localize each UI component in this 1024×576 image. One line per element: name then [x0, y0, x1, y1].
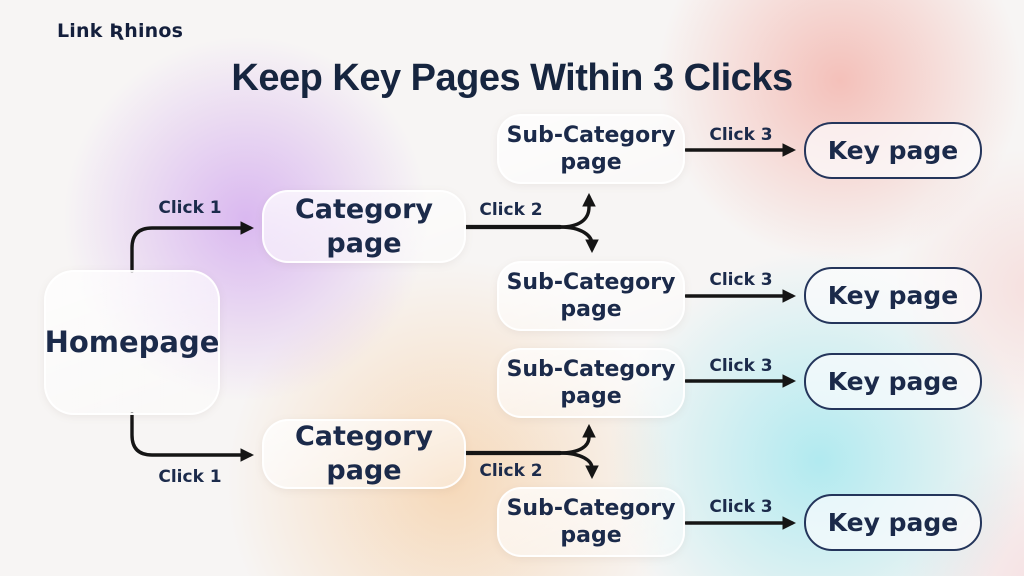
arrow-homepage-to-category-1 — [130, 221, 255, 273]
click-label-3c: Click 3 — [709, 356, 773, 376]
node-homepage: Homepage — [44, 270, 220, 415]
click-label-2b: Click 2 — [479, 461, 543, 481]
node-keypage-4-label: Key page — [827, 507, 959, 537]
node-category-1: Category page — [262, 190, 466, 263]
node-subcategory-4: Sub-Category page — [497, 487, 685, 557]
node-keypage-2: Key page — [804, 267, 982, 324]
node-keypage-3-label: Key page — [827, 366, 959, 396]
node-subcategory-1: Sub-Category page — [497, 114, 685, 184]
node-subcategory-1-label: Sub-Category page — [506, 122, 676, 176]
click-label-3b: Click 3 — [709, 270, 773, 290]
click-label-3a: Click 3 — [709, 125, 773, 145]
node-keypage-1: Key page — [804, 122, 982, 179]
node-category-2-label: Category page — [294, 421, 434, 486]
node-subcategory-3: Sub-Category page — [497, 348, 685, 418]
brand-logo: Link Ʀhinos — [57, 20, 184, 42]
node-homepage-label: Homepage — [44, 325, 220, 360]
page-title: Keep Key Pages Within 3 Clicks — [231, 57, 793, 99]
click-label-1b: Click 1 — [158, 467, 222, 487]
node-category-2: Category page — [262, 419, 466, 489]
arrow-category1-to-sub1 — [558, 192, 596, 229]
node-subcategory-3-label: Sub-Category page — [506, 356, 676, 410]
node-subcategory-4-label: Sub-Category page — [506, 495, 676, 549]
node-keypage-4: Key page — [804, 494, 982, 551]
arrow-homepage-to-category-2 — [130, 412, 255, 462]
node-subcategory-2: Sub-Category page — [497, 261, 685, 331]
click-label-3d: Click 3 — [709, 497, 773, 517]
node-category-1-label: Category page — [294, 193, 434, 259]
arrow-category1-to-sub2 — [558, 225, 599, 254]
node-keypage-1-label: Key page — [827, 135, 959, 165]
node-keypage-3: Key page — [804, 353, 982, 410]
arrow-category2-to-sub3 — [558, 423, 596, 455]
arrow-category2-to-sub4 — [558, 451, 599, 480]
click-label-2a: Click 2 — [479, 200, 543, 220]
click-label-1a: Click 1 — [158, 198, 222, 218]
node-keypage-2-label: Key page — [827, 280, 959, 310]
node-subcategory-2-label: Sub-Category page — [506, 269, 676, 323]
